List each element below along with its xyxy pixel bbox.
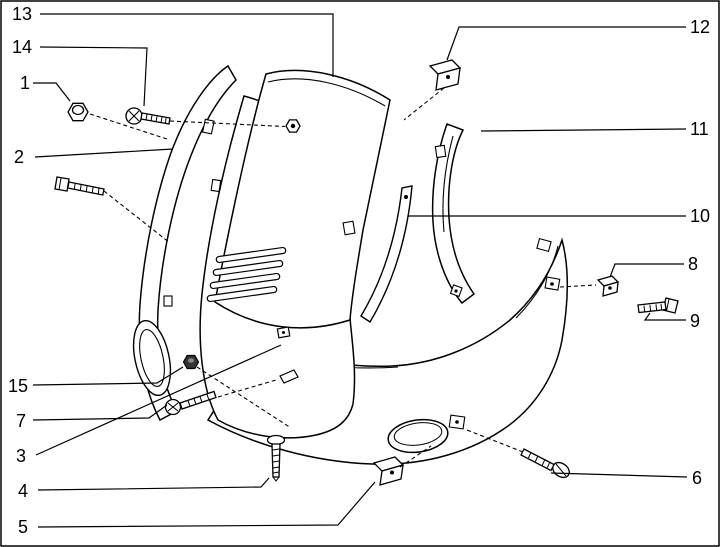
callout-1: 1 [20,73,31,93]
headlight-opening [132,319,172,397]
callout-2: 2 [14,147,25,167]
windscreen-nut [285,119,301,133]
callout-15: 15 [8,376,29,396]
callout-12: 12 [690,17,711,37]
callout-5: 5 [18,517,29,537]
trim-strip [360,185,413,323]
vent-slats [206,246,287,303]
callout-6: 6 [692,468,703,488]
screw-part4 [266,434,286,482]
callout-13: 13 [12,4,33,24]
callout-11: 11 [690,119,709,139]
shield-clip-part3 [276,326,299,384]
right-trim-panel [431,123,476,305]
callout-14: 14 [12,37,33,57]
callout-3: 3 [16,446,27,466]
bolt-part2 [54,176,105,196]
clip-part5 [372,456,405,486]
clip-part8 [596,275,620,297]
callout-8: 8 [688,254,699,274]
clip-part12 [428,59,462,91]
callout-7: 7 [16,411,27,431]
assembly-dashed-lines [89,87,597,468]
screw-part9 [637,297,679,314]
callout-10: 10 [690,206,711,226]
cowl-opening [387,418,449,454]
nut-part15 [182,354,200,370]
callout-4: 4 [18,481,29,501]
callout-leader-lines [32,13,688,528]
cowl-tab-upper [536,237,552,253]
screw-part14 [125,107,171,125]
callout-9: 9 [690,311,701,331]
screw-part7 [164,390,217,416]
hex-nut-part1 [67,102,89,122]
